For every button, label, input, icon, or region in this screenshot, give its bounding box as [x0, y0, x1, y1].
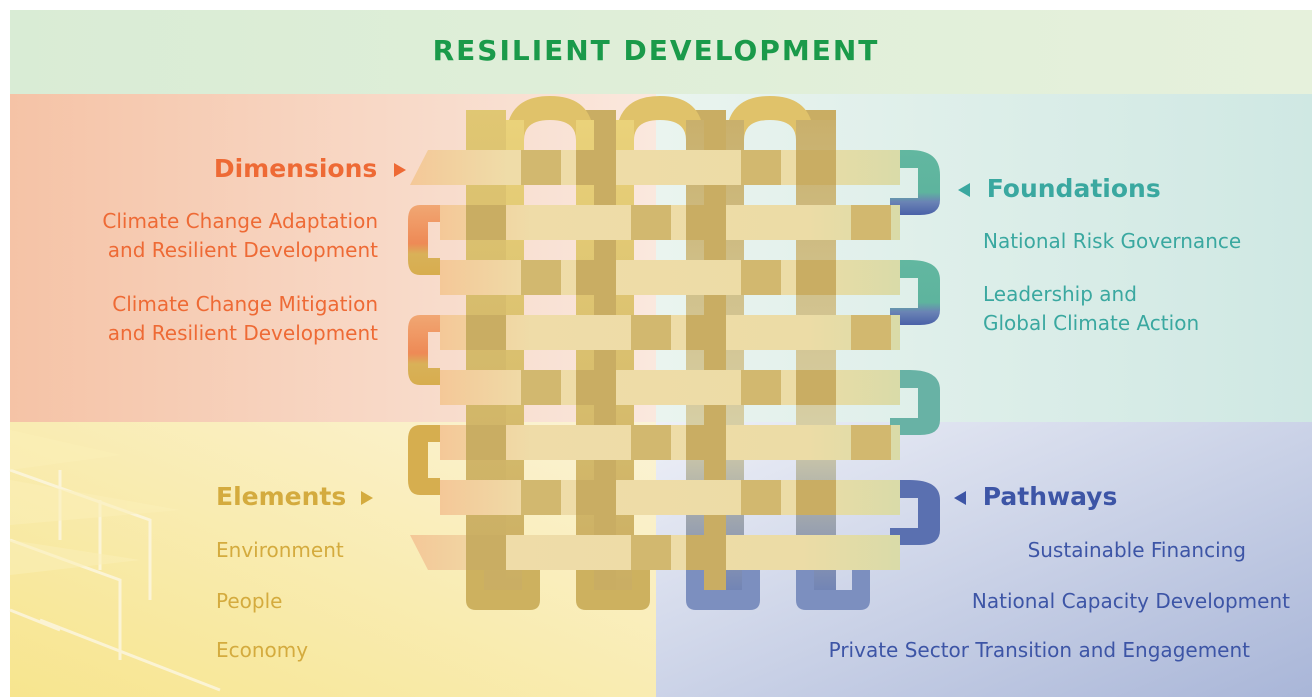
elements-heading: Elements — [216, 482, 373, 511]
foundation-item-leadership: Leadership and Global Climate Action — [983, 280, 1199, 338]
triangle-left-icon — [958, 183, 970, 197]
foundation-item-governance: National Risk Governance — [983, 227, 1241, 256]
dimension-item-adaptation: Climate Change Adaptation and Resilient … — [102, 207, 378, 265]
dimension-item-line: Climate Change Mitigation — [112, 292, 378, 316]
diagram-title: RESILIENT DEVELOPMENT — [432, 34, 880, 67]
element-item-environment: Environment — [216, 538, 344, 562]
dimensions-heading-label: Dimensions — [213, 154, 378, 183]
triangle-right-icon — [394, 163, 406, 177]
element-item-people: People — [216, 589, 283, 613]
foundation-item-line: National Risk Governance — [983, 229, 1242, 253]
pathway-item-private-sector: Private Sector Transition and Engagement — [828, 638, 1250, 662]
dimensions-heading: Dimensions — [214, 154, 406, 183]
pathway-item-capacity: National Capacity Development — [971, 589, 1290, 613]
pathways-heading: Pathways — [954, 482, 1117, 511]
element-item-economy: Economy — [216, 638, 309, 662]
dimension-item-line: and Resilient Development — [107, 321, 378, 345]
dimension-item-line: and Resilient Development — [107, 238, 378, 262]
elements-heading-label: Elements — [216, 482, 347, 511]
pathway-item-financing: Sustainable Financing — [1027, 538, 1246, 562]
dimension-item-line: Climate Change Adaptation — [102, 209, 378, 233]
foundations-heading-label: Foundations — [986, 174, 1161, 203]
triangle-left-icon — [954, 491, 966, 505]
foundation-item-line: Global Climate Action — [983, 311, 1200, 335]
dimension-item-mitigation: Climate Change Mitigation and Resilient … — [108, 290, 378, 348]
pathways-heading-label: Pathways — [982, 482, 1118, 511]
foundation-item-line: Leadership and — [983, 282, 1137, 306]
foundations-heading: Foundations — [958, 174, 1161, 203]
triangle-right-icon — [360, 491, 373, 505]
